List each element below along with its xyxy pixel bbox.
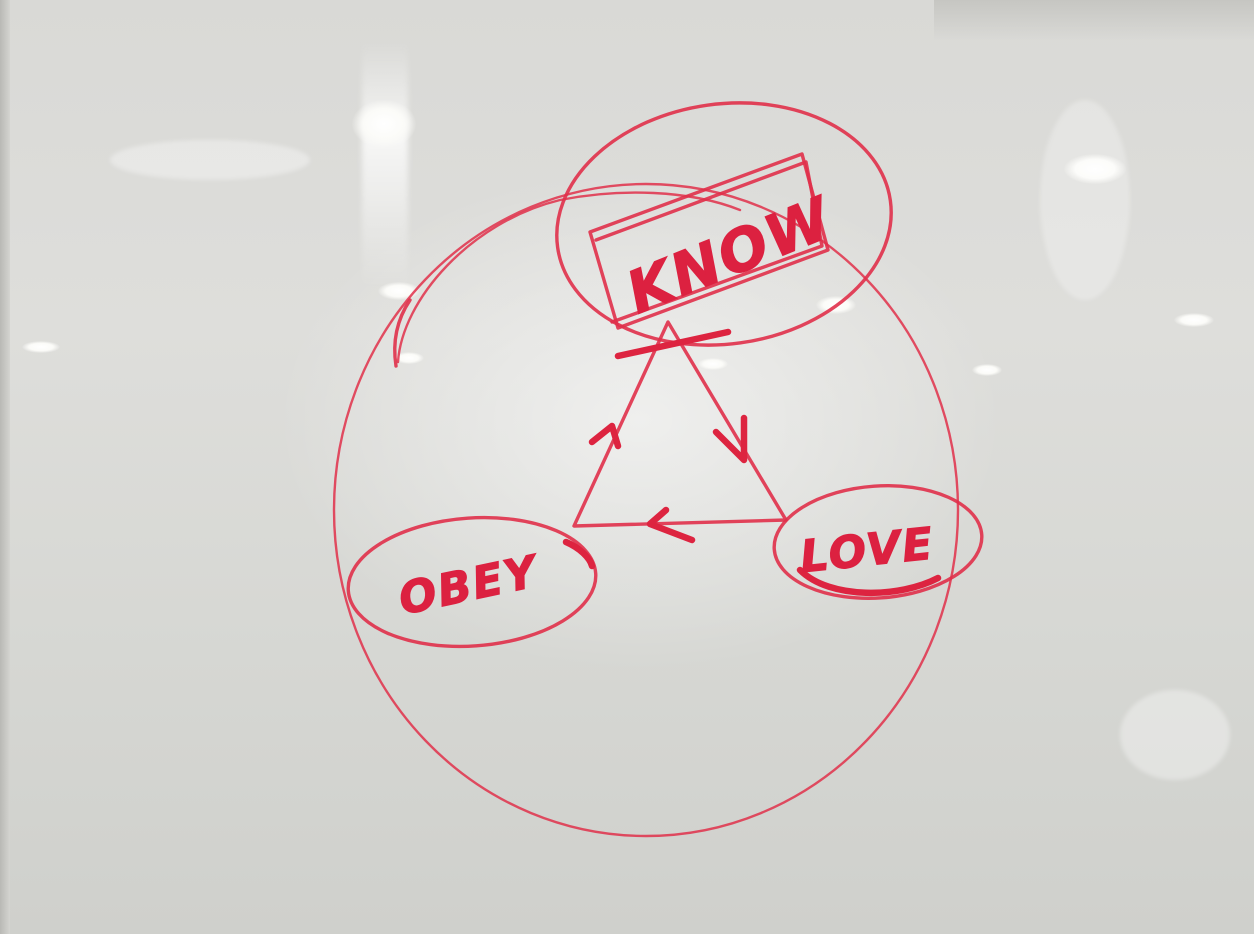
cycle-triangle <box>572 320 788 528</box>
know-box-inner <box>594 160 824 324</box>
love-oval <box>772 483 984 601</box>
love-underline <box>796 566 942 597</box>
light-reflection-streak <box>362 40 408 290</box>
word-know: KNOW <box>617 183 843 327</box>
ceiling-light-reflection <box>972 364 1002 376</box>
ceiling-light-reflection <box>394 352 424 364</box>
ceiling-light-reflection <box>698 358 728 370</box>
word-love: LOVE <box>798 518 937 583</box>
ceiling-light-reflection <box>352 100 416 148</box>
know-box <box>588 152 830 330</box>
outer-circle <box>332 182 960 838</box>
arrow-down-right-edge <box>712 414 748 464</box>
ceiling-light-reflection <box>1064 154 1126 184</box>
arrow-up-left-edge <box>588 422 622 450</box>
glare-patch <box>1040 100 1130 300</box>
ceiling-light-reflection <box>1174 313 1214 327</box>
glare-patch <box>110 140 310 180</box>
wall-shadow <box>934 0 1254 40</box>
triangle-top-stroke <box>614 328 732 360</box>
word-obey: OBEY <box>394 546 544 626</box>
whiteboard-frame-edge <box>0 0 10 934</box>
glare-patch <box>1120 690 1230 780</box>
outer-circle-arc <box>396 191 742 364</box>
arrow-left-bottom-edge <box>646 506 696 544</box>
obey-oval-tail <box>562 538 596 570</box>
obey-oval <box>346 515 598 649</box>
outer-circle-tail <box>393 298 412 368</box>
ceiling-light-reflection <box>22 341 60 353</box>
know-oval <box>555 101 893 347</box>
